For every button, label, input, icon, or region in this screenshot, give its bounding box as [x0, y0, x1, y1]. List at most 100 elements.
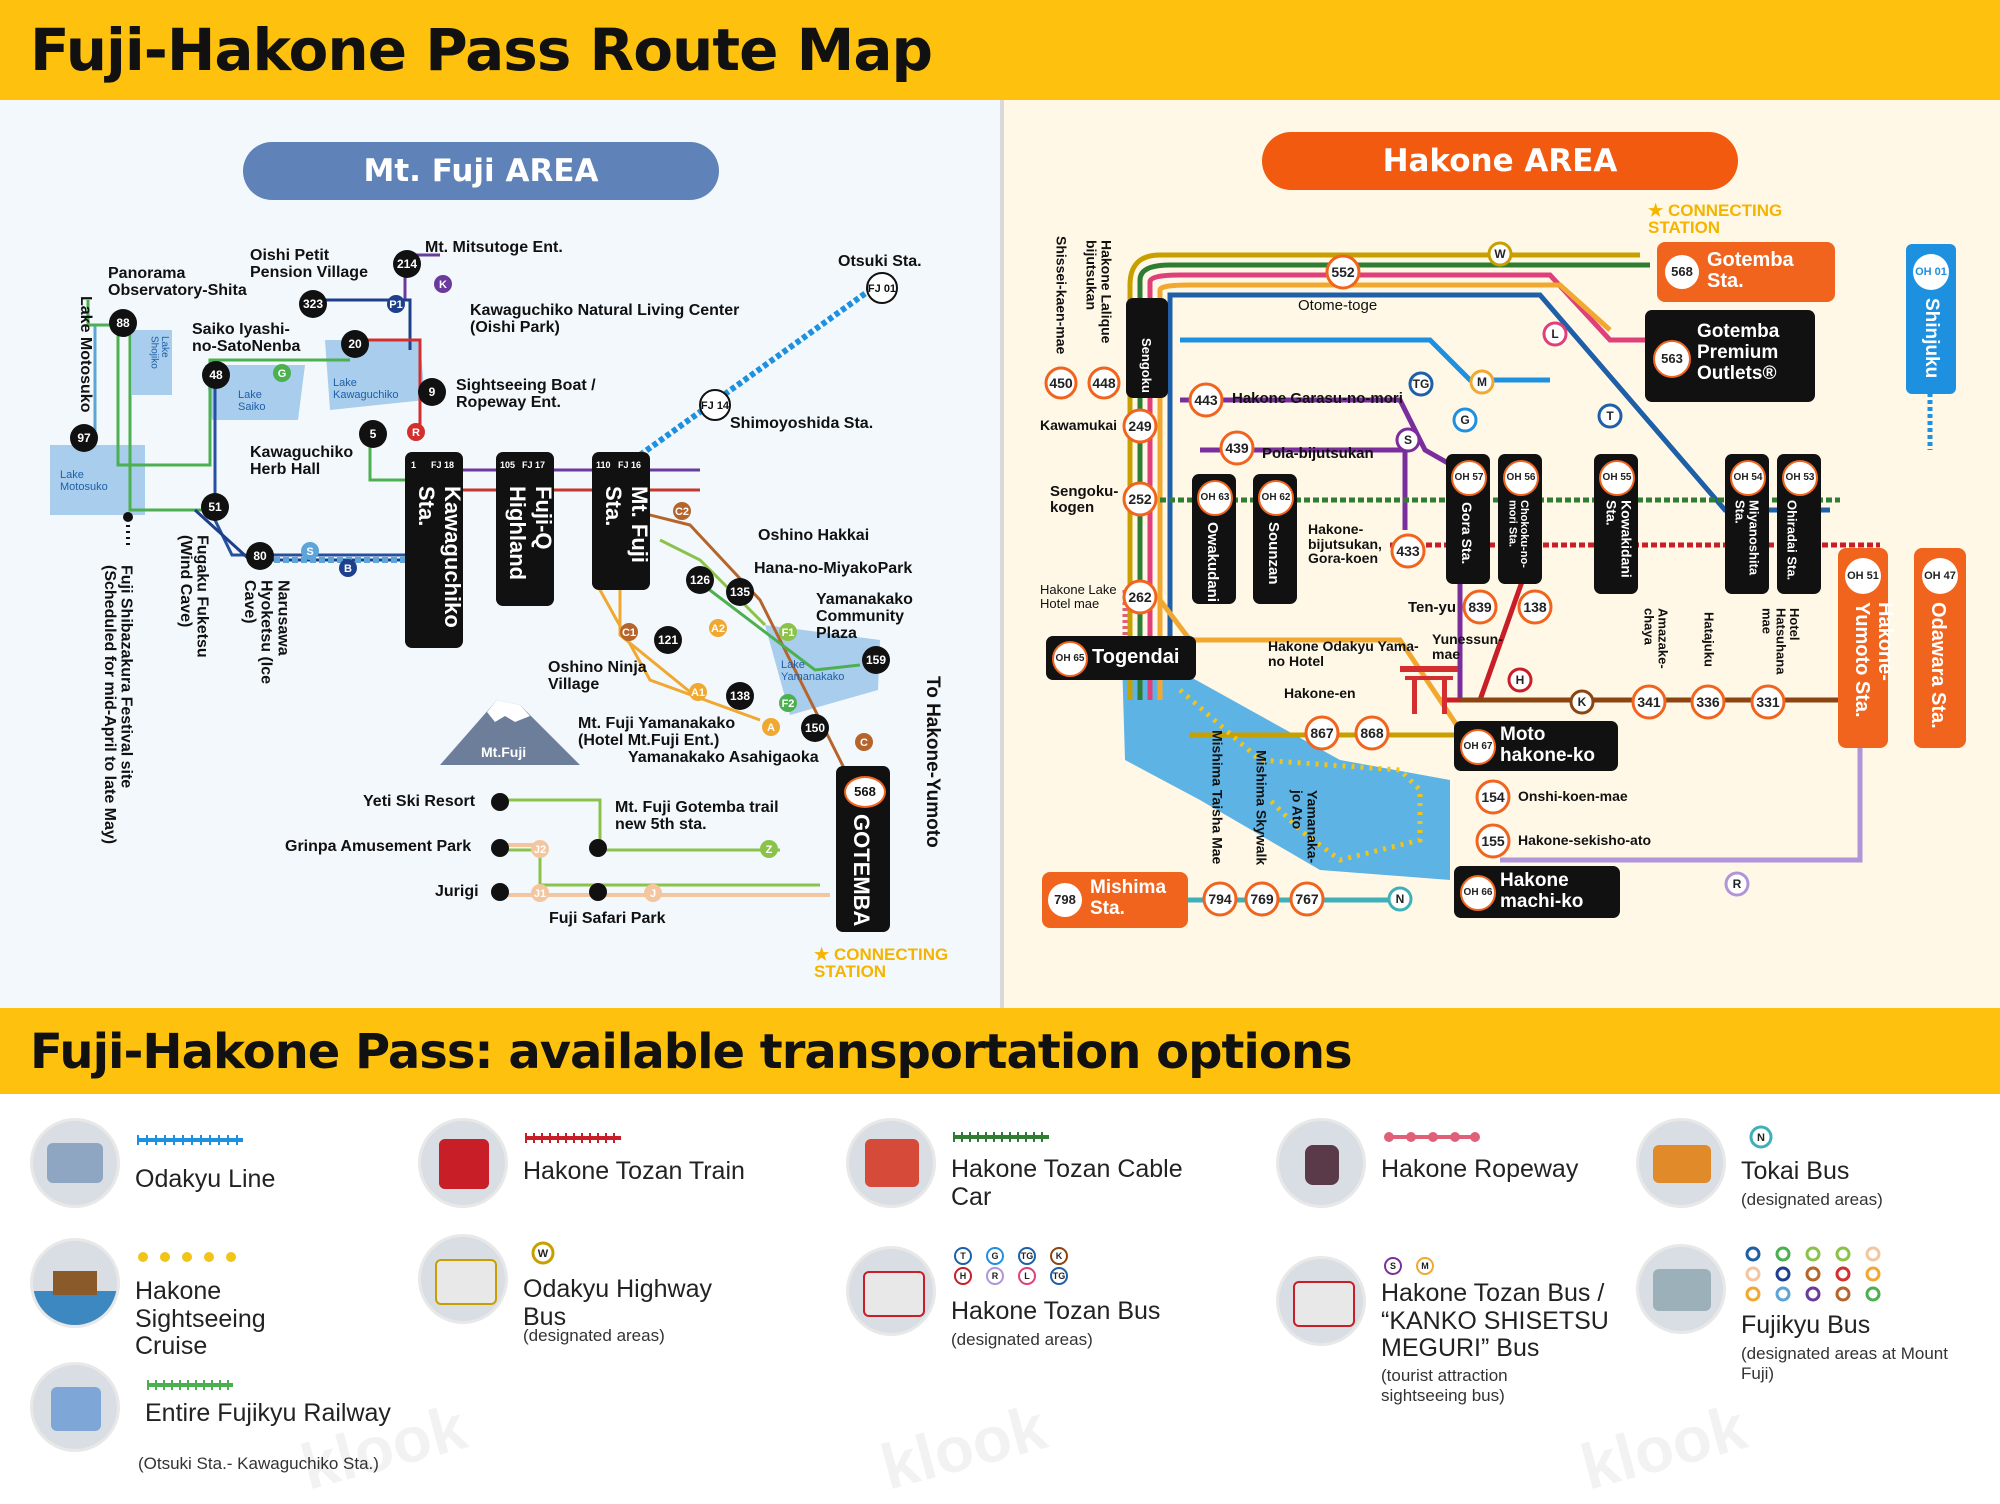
- svg-text:J: J: [650, 888, 656, 900]
- svg-text:552: 552: [1331, 264, 1355, 280]
- hakone-bus-stop-154: 154: [1475, 779, 1511, 815]
- onshi-koen-label: Onshi-koen-mae: [1518, 788, 1628, 804]
- route-letter-J: J: [644, 884, 662, 902]
- gotemba-outlets-station[interactable]: 563 Gotemba Premium Outlets®: [1645, 310, 1815, 402]
- shibazakura-label: Fuji Shibazakura Festival site (Schedule…: [100, 565, 135, 845]
- shinjuku-station[interactable]: OH 01 Shinjuku: [1906, 244, 1956, 394]
- svg-text:S: S: [306, 546, 313, 558]
- legend-hakone-tozan-cable-car: Hakone Tozan Cable Car: [846, 1118, 1226, 1218]
- fuji-bus-stop-9: 9: [418, 378, 446, 406]
- svg-text:G: G: [991, 1251, 998, 1261]
- mtfuji-picture-label: Mt.Fuji: [481, 744, 527, 760]
- jurigi-label: Jurigi: [435, 883, 479, 900]
- fujikyu-bus-photo: [1636, 1244, 1726, 1334]
- route-letter-J2: J2: [531, 840, 549, 858]
- svg-text:97: 97: [77, 431, 91, 445]
- lake-yamanakako-name: Lake Yamanakako: [781, 659, 845, 683]
- gotemba-station-hakone[interactable]: 568 Gotemba Sta.: [1657, 242, 1835, 302]
- svg-text:51: 51: [208, 500, 222, 514]
- fuji-bus-stop-159: 159: [862, 646, 890, 674]
- fuji-bus-stop-323: 323: [299, 290, 327, 318]
- miyanoshita-station[interactable]: OH 54 Miyanoshita Sta.: [1725, 454, 1769, 594]
- cruise-route: [1178, 688, 1423, 863]
- cruise-swatch: [138, 1252, 236, 1262]
- tozan-bus-badges: T G TG K H R L TG: [954, 1247, 1068, 1285]
- gotemba-label-fuji: GOTEMBA: [849, 814, 874, 927]
- hakone-bus-stop-868: 868: [1354, 715, 1390, 751]
- safari-label: Fuji Safari Park: [549, 910, 666, 927]
- hakone-bus-stop-439: 439: [1219, 430, 1255, 466]
- fuji-bus-stop-51: 51: [201, 493, 229, 521]
- to-hakone-label: To Hakone-Yumoto: [921, 676, 943, 848]
- svg-text:K: K: [1056, 1251, 1063, 1261]
- sounzan-station[interactable]: OH 62 Sounzan: [1253, 474, 1297, 604]
- page-title: Fuji-Hakone Pass Route Map: [30, 16, 933, 84]
- natural-living-label: Kawaguchiko Natural Living Center (Oishi…: [470, 302, 740, 336]
- sightseeing-boat-label: Sightseeing Boat / Ropeway Ent.: [456, 377, 596, 411]
- svg-text:P1: P1: [389, 299, 402, 311]
- highway-bus-photo: [418, 1234, 508, 1324]
- hakone-bus-stop-249: 249: [1122, 408, 1158, 444]
- mt-fuji-station[interactable]: 110 FJ 16 Mt. Fuji Sta.: [592, 452, 652, 590]
- hakone-bus-stop-262: 262: [1122, 579, 1158, 615]
- moto-hakone-ko-station[interactable]: OH 67 Moto hakone-ko: [1454, 721, 1618, 771]
- svg-text:J2: J2: [534, 844, 546, 856]
- kanko-badges: S M: [1384, 1257, 1434, 1275]
- legend-header-bar: Fuji-Hakone Pass: available transportati…: [0, 1008, 2000, 1094]
- legend-title: Fuji-Hakone Pass: available transportati…: [30, 1024, 1353, 1080]
- lake-saiko-name: Lake Saiko: [238, 389, 266, 413]
- svg-text:N: N: [1396, 892, 1405, 906]
- fuji-bus-stop-126: 126: [686, 566, 714, 594]
- ohiradai-station[interactable]: OH 53 Ohiradai Sta.: [1777, 454, 1821, 594]
- route-letter-J1: J1: [531, 884, 549, 902]
- fuji-bus-stop-80: 80: [246, 542, 274, 570]
- togendai-station[interactable]: OH 65 Togendai: [1046, 636, 1196, 680]
- mishima-station[interactable]: 798 Mishima Sta.: [1042, 872, 1188, 928]
- hyoketsu-label: Narusawa Hyoketsu (Ice Cave): [240, 580, 292, 685]
- fuketsu-label: Fugaku Fuketsu (Wind Cave): [176, 535, 211, 658]
- route-letter-R: R: [407, 423, 425, 441]
- star-icon: ★: [1648, 201, 1668, 220]
- hakone-route-H: H: [1507, 667, 1533, 693]
- svg-text:767: 767: [1295, 891, 1319, 907]
- svg-text:323: 323: [303, 297, 323, 311]
- sengoku-station[interactable]: Sengoku: [1126, 298, 1168, 398]
- lake-motosuko-name: Lake Motosuko: [60, 469, 108, 493]
- connecting-station-legend-fuji: ★ CONNECTING STATION: [814, 945, 949, 981]
- svg-text:J1: J1: [534, 888, 546, 900]
- svg-text:214: 214: [397, 257, 417, 271]
- route-letter-A1: A1: [689, 683, 707, 701]
- svg-text:T: T: [960, 1251, 966, 1261]
- owakudani-station[interactable]: OH 63 Owakudani: [1192, 474, 1236, 604]
- svg-text:H: H: [960, 1271, 967, 1281]
- legend-tokai-bus: N Tokai Bus (designated areas): [1636, 1118, 1996, 1218]
- svg-text:48: 48: [209, 368, 223, 382]
- svg-text:K: K: [1578, 695, 1587, 709]
- legend-odakyu-line: Odakyu Line: [30, 1118, 390, 1218]
- gotemba-station-fuji[interactable]: 568 GOTEMBA: [836, 766, 890, 932]
- hakone-area-heading: Hakone AREA: [1262, 132, 1738, 190]
- yeti-stop-dot: [491, 793, 509, 811]
- hakone-route-S: S: [1395, 427, 1421, 453]
- hakone-route-W: W: [1487, 241, 1513, 267]
- svg-text:20: 20: [348, 337, 362, 351]
- hakone-yumoto-station[interactable]: OH 51 Hakone-Yumoto Sta.: [1838, 548, 1896, 748]
- hakone-bus-stop-433: 433: [1390, 533, 1426, 569]
- fujiq-label: Fuji-Q Highland: [505, 486, 556, 581]
- hakone-machi-ko-station[interactable]: OH 66 Hakone machi-ko: [1454, 866, 1620, 918]
- svg-text:88: 88: [116, 316, 130, 330]
- fujiq-highland-station[interactable]: 105 FJ 17 Fuji-Q Highland: [496, 452, 556, 606]
- legend-hakone-tozan-train: Hakone Tozan Train: [418, 1118, 798, 1218]
- svg-text:TG: TG: [1413, 377, 1430, 391]
- svg-text:839: 839: [1468, 599, 1492, 615]
- mt-fuji-area-heading: Mt. Fuji AREA: [243, 142, 719, 200]
- svg-text:126: 126: [690, 573, 710, 587]
- kawaguchiko-station[interactable]: 1 FJ 18 Kawaguchiko Sta.: [405, 452, 465, 648]
- gora-station[interactable]: OH 57 Gora Sta.: [1446, 454, 1490, 584]
- svg-text:R: R: [1733, 877, 1742, 891]
- chokoku-no-mori-station[interactable]: OH 56 Chokoku-no-mori Sta.: [1498, 454, 1542, 584]
- kowakidani-station[interactable]: OH 55 Kowakidani Sta.: [1594, 454, 1638, 594]
- panorama-label: Panorama Observatory-Shita: [108, 265, 247, 299]
- legend-hakone-ropeway: Hakone Ropeway: [1276, 1118, 1616, 1218]
- odawara-station[interactable]: OH 47 Odawara Sta.: [1914, 548, 1966, 748]
